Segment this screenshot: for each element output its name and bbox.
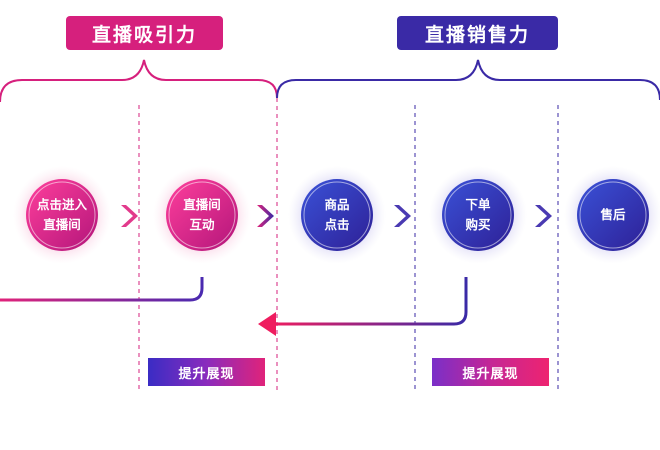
chevron-right-icon xyxy=(394,205,411,227)
node-1 xyxy=(13,166,111,264)
node-4-line2: 购买 xyxy=(465,217,491,232)
node-2-line1: 直播间 xyxy=(183,197,221,212)
chevron-right-icon xyxy=(257,205,274,227)
node-1-line1: 点击进入 xyxy=(36,197,87,212)
node-2-label: 直播间 互动 xyxy=(157,195,247,235)
chevron-right-icon xyxy=(535,205,552,227)
boost-exposure-badge-right: 提升展现 xyxy=(432,358,549,386)
node-2-line2: 互动 xyxy=(189,217,215,232)
node-5-line1: 售后 xyxy=(600,207,626,222)
node-3-line2: 点击 xyxy=(324,217,350,232)
node-5-label: 售后 xyxy=(568,195,658,235)
feedback-line-right xyxy=(270,277,468,326)
brace-left xyxy=(0,59,278,103)
chevron-right-icon xyxy=(121,205,138,227)
node-3-label: 商品 点击 xyxy=(292,195,382,235)
node-4-line1: 下单 xyxy=(465,197,491,212)
node-3-line1: 商品 xyxy=(324,197,350,212)
node-4 xyxy=(429,166,527,264)
feedback-line-left xyxy=(0,277,204,302)
arrow-left-icon xyxy=(258,312,276,336)
node-2 xyxy=(153,166,251,264)
node-1-label: 点击进入 直播间 xyxy=(17,195,107,235)
brace-right xyxy=(276,59,660,101)
section-label-sales: 直播销售力 xyxy=(397,16,558,50)
node-4-label: 下单 购买 xyxy=(433,195,523,235)
node-1-line2: 直播间 xyxy=(43,217,81,232)
node-3 xyxy=(288,166,386,264)
section-label-attraction: 直播吸引力 xyxy=(66,16,223,50)
boost-exposure-badge-left: 提升展现 xyxy=(148,358,265,386)
node-5 xyxy=(564,166,660,264)
